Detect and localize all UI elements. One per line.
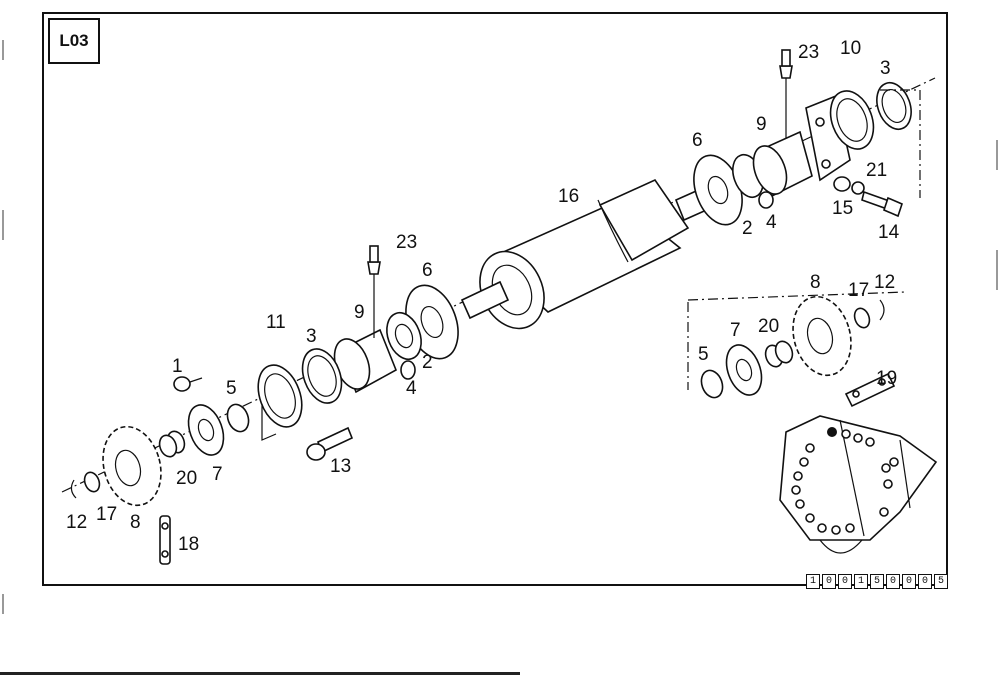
callout-9: 9 xyxy=(354,302,365,323)
right-washer-17 xyxy=(853,307,871,329)
right-nut-15 xyxy=(833,176,865,195)
callout-12-right: 12 xyxy=(874,272,895,293)
callout-8: 8 xyxy=(130,512,141,533)
callout-21: 21 xyxy=(866,160,887,181)
right-retainer-5 xyxy=(700,369,724,399)
doc-digit: 5 xyxy=(934,574,948,589)
left-ring-11 xyxy=(257,364,303,441)
callout-16: 16 xyxy=(558,186,579,207)
right-housing-9 xyxy=(752,130,813,198)
left-bolt-13 xyxy=(306,426,354,461)
roller-drum xyxy=(460,178,722,330)
callout-8-right: 8 xyxy=(810,272,821,293)
callout-4-right: 4 xyxy=(766,212,777,233)
callout-1: 1 xyxy=(172,356,183,377)
diagram-frame xyxy=(42,12,948,586)
callout-12: 12 xyxy=(66,512,87,533)
scan-edge-mark xyxy=(996,250,998,290)
left-chain-link-18 xyxy=(159,515,171,565)
callout-labels: 1 5 20 7 12 17 8 18 11 3 13 9 23 6 2 4 1… xyxy=(66,38,900,555)
bracket-upper-right xyxy=(880,89,921,198)
left-retainer-5 xyxy=(226,403,250,433)
callout-2-right: 2 xyxy=(742,218,753,239)
callout-2: 2 xyxy=(422,352,433,373)
doc-digit: 5 xyxy=(870,574,884,589)
callout-10: 10 xyxy=(840,38,861,59)
right-ring-3 xyxy=(876,81,912,131)
left-housing-9 xyxy=(333,328,398,394)
doc-digit: 0 xyxy=(918,574,932,589)
callout-19: 19 xyxy=(876,368,897,389)
left-grease-nipple-23 xyxy=(367,245,381,338)
left-bearing-2 xyxy=(386,311,422,361)
left-ring-3 xyxy=(301,348,343,404)
left-washer-17 xyxy=(83,471,101,493)
callout-5: 5 xyxy=(226,378,237,399)
callout-7-right: 7 xyxy=(730,320,741,341)
callout-14: 14 xyxy=(878,222,900,243)
location-inset xyxy=(779,415,938,554)
callout-15: 15 xyxy=(832,198,853,219)
right-sprocket-8 xyxy=(792,295,852,377)
doc-digit: 0 xyxy=(902,574,916,589)
doc-digit: 0 xyxy=(886,574,900,589)
scan-edge-mark xyxy=(2,594,4,614)
callout-17-right: 17 xyxy=(848,280,869,301)
scan-edge-mark xyxy=(2,210,4,240)
callout-20-right: 20 xyxy=(758,316,779,337)
left-circlip-12 xyxy=(70,479,77,499)
right-washer-20 xyxy=(764,340,794,368)
callout-3: 3 xyxy=(306,326,317,347)
left-flange-7 xyxy=(187,404,225,456)
doc-digit: 0 xyxy=(822,574,836,589)
callout-17: 17 xyxy=(96,504,117,525)
left-sprocket-8 xyxy=(102,425,162,507)
scan-edge-line xyxy=(0,672,520,675)
callout-23: 23 xyxy=(396,232,417,253)
scan-edge-mark xyxy=(2,40,4,60)
callout-6-right: 6 xyxy=(692,130,703,151)
document-number: 1 0 0 1 5 0 0 0 5 xyxy=(806,574,948,589)
doc-digit: 0 xyxy=(838,574,852,589)
left-screw-1 xyxy=(173,376,203,392)
axis-lower-right xyxy=(687,291,906,301)
callout-11: 11 xyxy=(266,312,286,333)
doc-digit: 1 xyxy=(854,574,868,589)
right-circlip-12 xyxy=(879,299,885,321)
location-marker xyxy=(827,427,837,437)
right-flange-7 xyxy=(725,344,763,396)
callout-6: 6 xyxy=(422,260,433,281)
callout-7: 7 xyxy=(212,464,223,485)
callout-23-right: 23 xyxy=(798,42,819,63)
doc-digit: 1 xyxy=(806,574,820,589)
scan-edge-mark xyxy=(996,140,998,170)
left-washer-20 xyxy=(158,430,186,458)
right-chain-link-19 xyxy=(844,372,896,408)
right-plate-10 xyxy=(805,90,875,182)
section-code-box: L03 xyxy=(48,18,100,64)
callout-4: 4 xyxy=(406,378,417,399)
callout-13: 13 xyxy=(330,456,351,477)
callout-3-right: 3 xyxy=(880,58,891,79)
callout-5-right: 5 xyxy=(698,344,709,365)
right-grease-nipple-23 xyxy=(779,49,793,138)
callout-20: 20 xyxy=(176,468,197,489)
right-bolt-14 xyxy=(861,190,903,218)
callout-18: 18 xyxy=(178,534,199,555)
callout-9-right: 9 xyxy=(756,114,767,135)
left-bushing-4 xyxy=(400,360,416,380)
right-bushing-4 xyxy=(758,191,774,209)
